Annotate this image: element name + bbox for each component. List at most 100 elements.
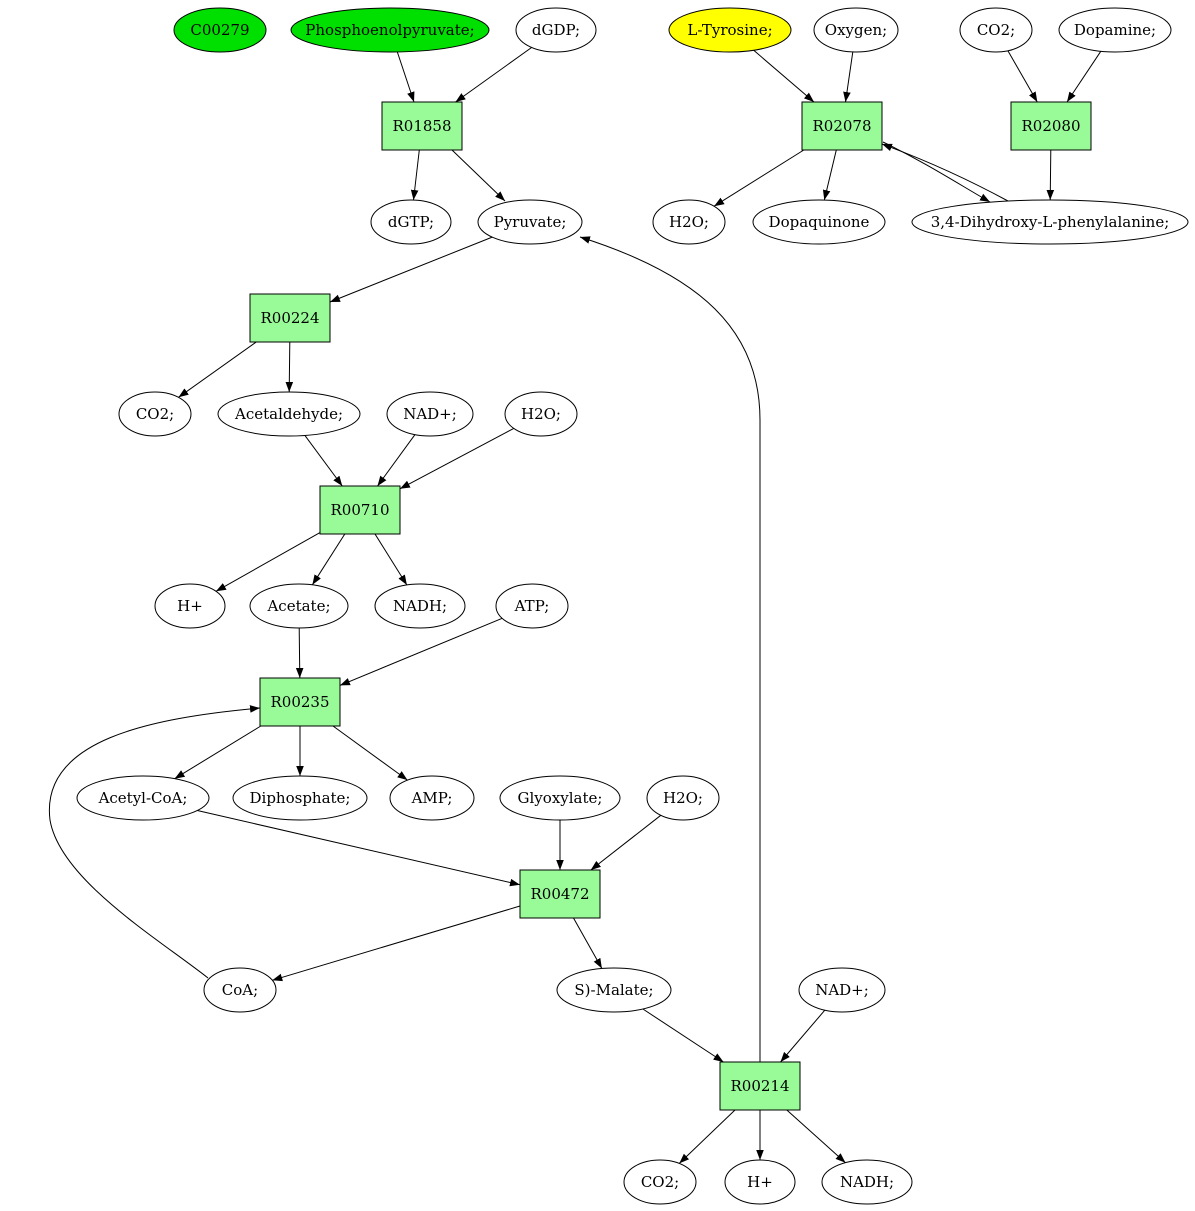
node-label: H+ [177,597,203,615]
compound-node-oxygen: Oxygen; [813,7,899,53]
compound-node-c00279: C00279 [173,7,267,53]
compound-ellipse [389,775,475,821]
node-label: H2O; [663,789,703,807]
compound-node-co2_b: CO2; [623,1159,697,1205]
edge-acetylcoa-to-r00472 [197,810,521,887]
compound-node-co2_a: CO2; [118,391,192,437]
compound-ellipse [370,199,452,245]
compound-ellipse [798,967,886,1013]
compound-ellipse [232,775,368,821]
edge-nad_b-to-r00214 [780,1009,826,1063]
edge-r00235-to-amp [332,725,408,781]
reaction-box [381,101,463,151]
edge-r01858-to-pyruvate [451,149,506,202]
edge-r00472-to-smalate [573,917,603,969]
reaction-node-r02078: R02078 [801,101,883,151]
compound-ellipse [495,583,569,629]
edge-r00710-to-acetate [311,533,346,586]
compound-ellipse [556,967,672,1013]
compound-node-pep: Phosphoenolpyruvate; [290,7,490,53]
compound-node-diphosphate: Diphosphate; [232,775,368,821]
node-label: Diphosphate; [250,789,351,807]
compound-ellipse [249,583,349,629]
reaction-node-r00710: R00710 [319,485,401,535]
node-label: L-Tyrosine; [687,21,772,39]
compound-node-dopaquinone: Dopaquinone [752,199,886,245]
edge-smalate-to-r00214 [642,1008,724,1063]
compound-ellipse [821,1159,913,1205]
edge-co2_top-to-r02080 [1007,50,1038,103]
compound-ellipse [173,7,267,53]
node-label: R00472 [530,885,589,903]
node-label: H2O; [669,213,709,231]
node-label: Oxygen; [825,21,887,39]
compound-node-hplus_b: H+ [724,1159,796,1205]
edge-r02080-to-ldopa [1046,149,1055,201]
node-label: H2O; [521,405,561,423]
compound-node-ltyr: L-Tyrosine; [668,7,792,53]
compound-node-dopamine: Dopamine; [1058,7,1172,53]
node-label: Acetate; [266,597,330,615]
reaction-box [1010,101,1092,151]
compound-node-h2o_top: H2O; [652,199,726,245]
node-label: H+ [747,1173,773,1191]
compound-ellipse [217,391,361,437]
edge-r00224-to-acetaldehyde [285,341,294,393]
compound-node-nad_b: NAD+; [798,967,886,1013]
compound-node-ldopa: 3,4-Dihydroxy-L-phenylalanine; [911,199,1189,245]
compound-ellipse [374,583,466,629]
compound-node-co2_top: CO2; [959,7,1033,53]
edge-r00214-to-nadh_b [786,1109,846,1164]
edge-dopamine-to-r02080 [1066,51,1102,103]
node-label: ATP; [514,597,550,615]
node-label: CO2; [136,405,174,423]
compound-ellipse [668,7,792,53]
node-label: Acetyl-CoA; [98,789,188,807]
edge-r02078-to-h2o_top [713,149,805,207]
compound-node-acetate: Acetate; [249,583,349,629]
node-label: R01858 [392,117,451,135]
node-label: R00235 [270,693,329,711]
reaction-box [319,485,401,535]
edge-ldopa-to-r02078 [881,143,1009,202]
compound-node-h2o_b: H2O; [646,775,720,821]
node-label: Glyoxylate; [518,789,603,807]
node-label: CO2; [641,1173,679,1191]
edge-oxygen-to-r02078 [843,51,854,103]
node-label: NADH; [840,1173,894,1191]
compound-node-atp: ATP; [495,583,569,629]
compound-ellipse [911,199,1189,245]
compound-ellipse [118,391,192,437]
edge-r00710-to-nadh_a [374,533,408,586]
node-label: NAD+; [815,981,869,999]
reaction-node-r00224: R00224 [249,293,331,343]
reaction-box [519,869,601,919]
compound-node-nadh_a: NADH; [374,583,466,629]
node-label: R00710 [330,501,389,519]
compound-ellipse [623,1159,697,1205]
node-label: R00214 [730,1077,789,1095]
compound-node-glyoxylate: Glyoxylate; [499,775,621,821]
compound-node-hplus_a: H+ [154,583,226,629]
compound-ellipse [813,7,899,53]
node-label: R00224 [260,309,319,327]
edges-layer [48,47,1102,1164]
compound-ellipse [1058,7,1172,53]
reaction-box [719,1061,801,1111]
edge-coa-to-r00235 [48,705,261,979]
node-label: Acetaldehyde; [234,405,343,423]
node-label: CO2; [977,21,1015,39]
compound-ellipse [477,199,583,245]
edge-r00472-to-coa [272,905,521,982]
edge-pyruvate-to-r00224 [329,236,493,303]
compound-node-h2o_a: H2O; [504,391,578,437]
edge-r00710-to-hplus_a [215,532,321,592]
edge-nad_a-to-r00710 [377,434,416,487]
node-label: dGTP; [388,213,434,231]
compound-ellipse [290,7,490,53]
reaction-box [801,101,883,151]
edge-r01858-to-dgtp [410,149,420,201]
node-label: R02080 [1021,117,1080,135]
reaction-node-r00472: R00472 [519,869,601,919]
